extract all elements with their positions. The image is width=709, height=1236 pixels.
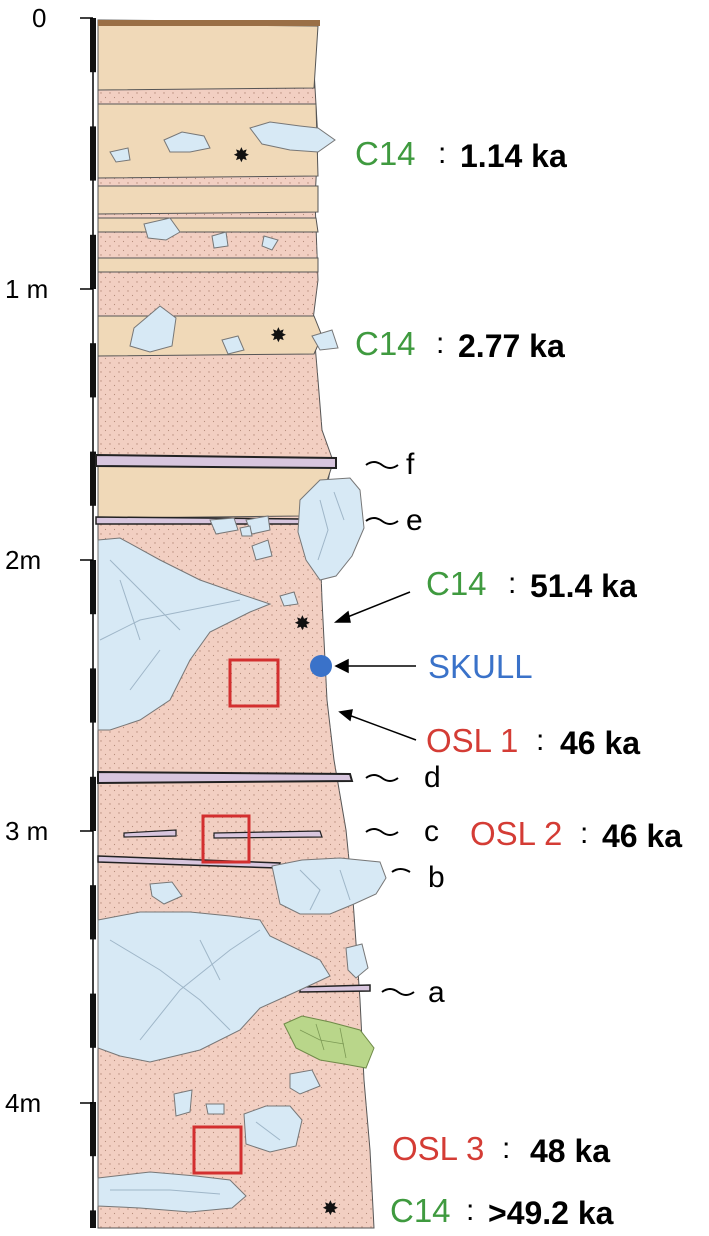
scale-segment (90, 993, 96, 1048)
skull-location-dot (310, 655, 332, 677)
organic-patch-texture (299, 1023, 347, 1059)
depth-label-4m: 4m (5, 1088, 41, 1118)
c14-label-4: C14 (390, 1192, 451, 1229)
scale-segment (90, 1210, 96, 1228)
c14-label-1: C14 (355, 135, 416, 172)
scale-segment (90, 776, 96, 831)
osl-sample-boxes (192, 658, 280, 1175)
scale-segment (90, 18, 96, 73)
depth-label-1m: 1 m (5, 274, 48, 304)
c14-label-3: C14 (426, 565, 487, 602)
colon-3: : (508, 567, 516, 600)
c14-star-4: ✸ (322, 1196, 339, 1220)
scale-segment (90, 451, 96, 506)
pointer-arrows (333, 591, 417, 741)
depth-ticks (80, 17, 93, 1104)
marker-e: e (406, 504, 423, 537)
organic-patch (283, 1015, 375, 1069)
age-value-4: 46 ka (560, 725, 640, 761)
colon-6: : (502, 1132, 510, 1165)
colon-2: : (436, 327, 444, 360)
scale-segments (90, 18, 96, 1228)
clast-cracks (99, 491, 351, 1195)
scale-segment (90, 885, 96, 940)
marker-a: a (428, 976, 445, 1009)
age-value-7: >49.2 ka (488, 1195, 614, 1231)
marker-c: c (424, 815, 439, 848)
depth-label-0: 0 (32, 3, 46, 33)
marker-f: f (406, 448, 415, 481)
age-value-3: 51.4 ka (530, 568, 637, 604)
c14-label-2: C14 (355, 325, 416, 362)
age-value-5: 46 ka (602, 818, 682, 854)
marker-d: d (424, 761, 441, 794)
marker-labels: f e d c b a (365, 448, 445, 1009)
osl1-label: OSL 1 (426, 722, 518, 759)
scale-segment (90, 234, 96, 289)
scale-segment (90, 343, 96, 398)
depth-label-2m: 2m (5, 545, 41, 575)
skull-label: SKULL (428, 648, 533, 685)
depth-label-3m: 3 m (5, 816, 48, 846)
osl3-label: OSL 3 (392, 1130, 484, 1167)
scale-segment (90, 560, 96, 615)
dating-labels: C14 : 1.14 ka C14 : 2.77 ka C14 : 51.4 k… (355, 135, 682, 1231)
age-value-6: 48 ka (530, 1133, 610, 1169)
depth-scale: 0 1 m 2m 3 m 4m (5, 3, 96, 1228)
scale-segment (90, 126, 96, 181)
colon-7: : (466, 1194, 474, 1227)
age-value-1: 1.14 ka (460, 138, 567, 174)
marker-b: b (428, 861, 445, 894)
colon-5: : (580, 817, 588, 850)
c14-star-2: ✸ (270, 323, 287, 347)
osl2-sample-box (201, 814, 251, 864)
osl1-sample-box (228, 658, 280, 708)
rock-clasts (97, 121, 387, 1213)
sediment-column: ✸ ✸ ✸ ✸ (95, 19, 387, 1229)
osl3-sample-box (192, 1125, 243, 1175)
c14-sample-stars: ✸ ✸ ✸ ✸ (233, 143, 339, 1220)
c14-star-3: ✸ (294, 611, 311, 635)
colon-4: : (536, 724, 544, 757)
topsoil (98, 20, 320, 26)
c14-star-1: ✸ (233, 143, 250, 167)
colon-1: : (438, 137, 446, 170)
scale-segment (90, 668, 96, 723)
age-value-2: 2.77 ka (458, 328, 565, 364)
osl2-label: OSL 2 (470, 815, 562, 852)
scale-segment (90, 1102, 96, 1157)
